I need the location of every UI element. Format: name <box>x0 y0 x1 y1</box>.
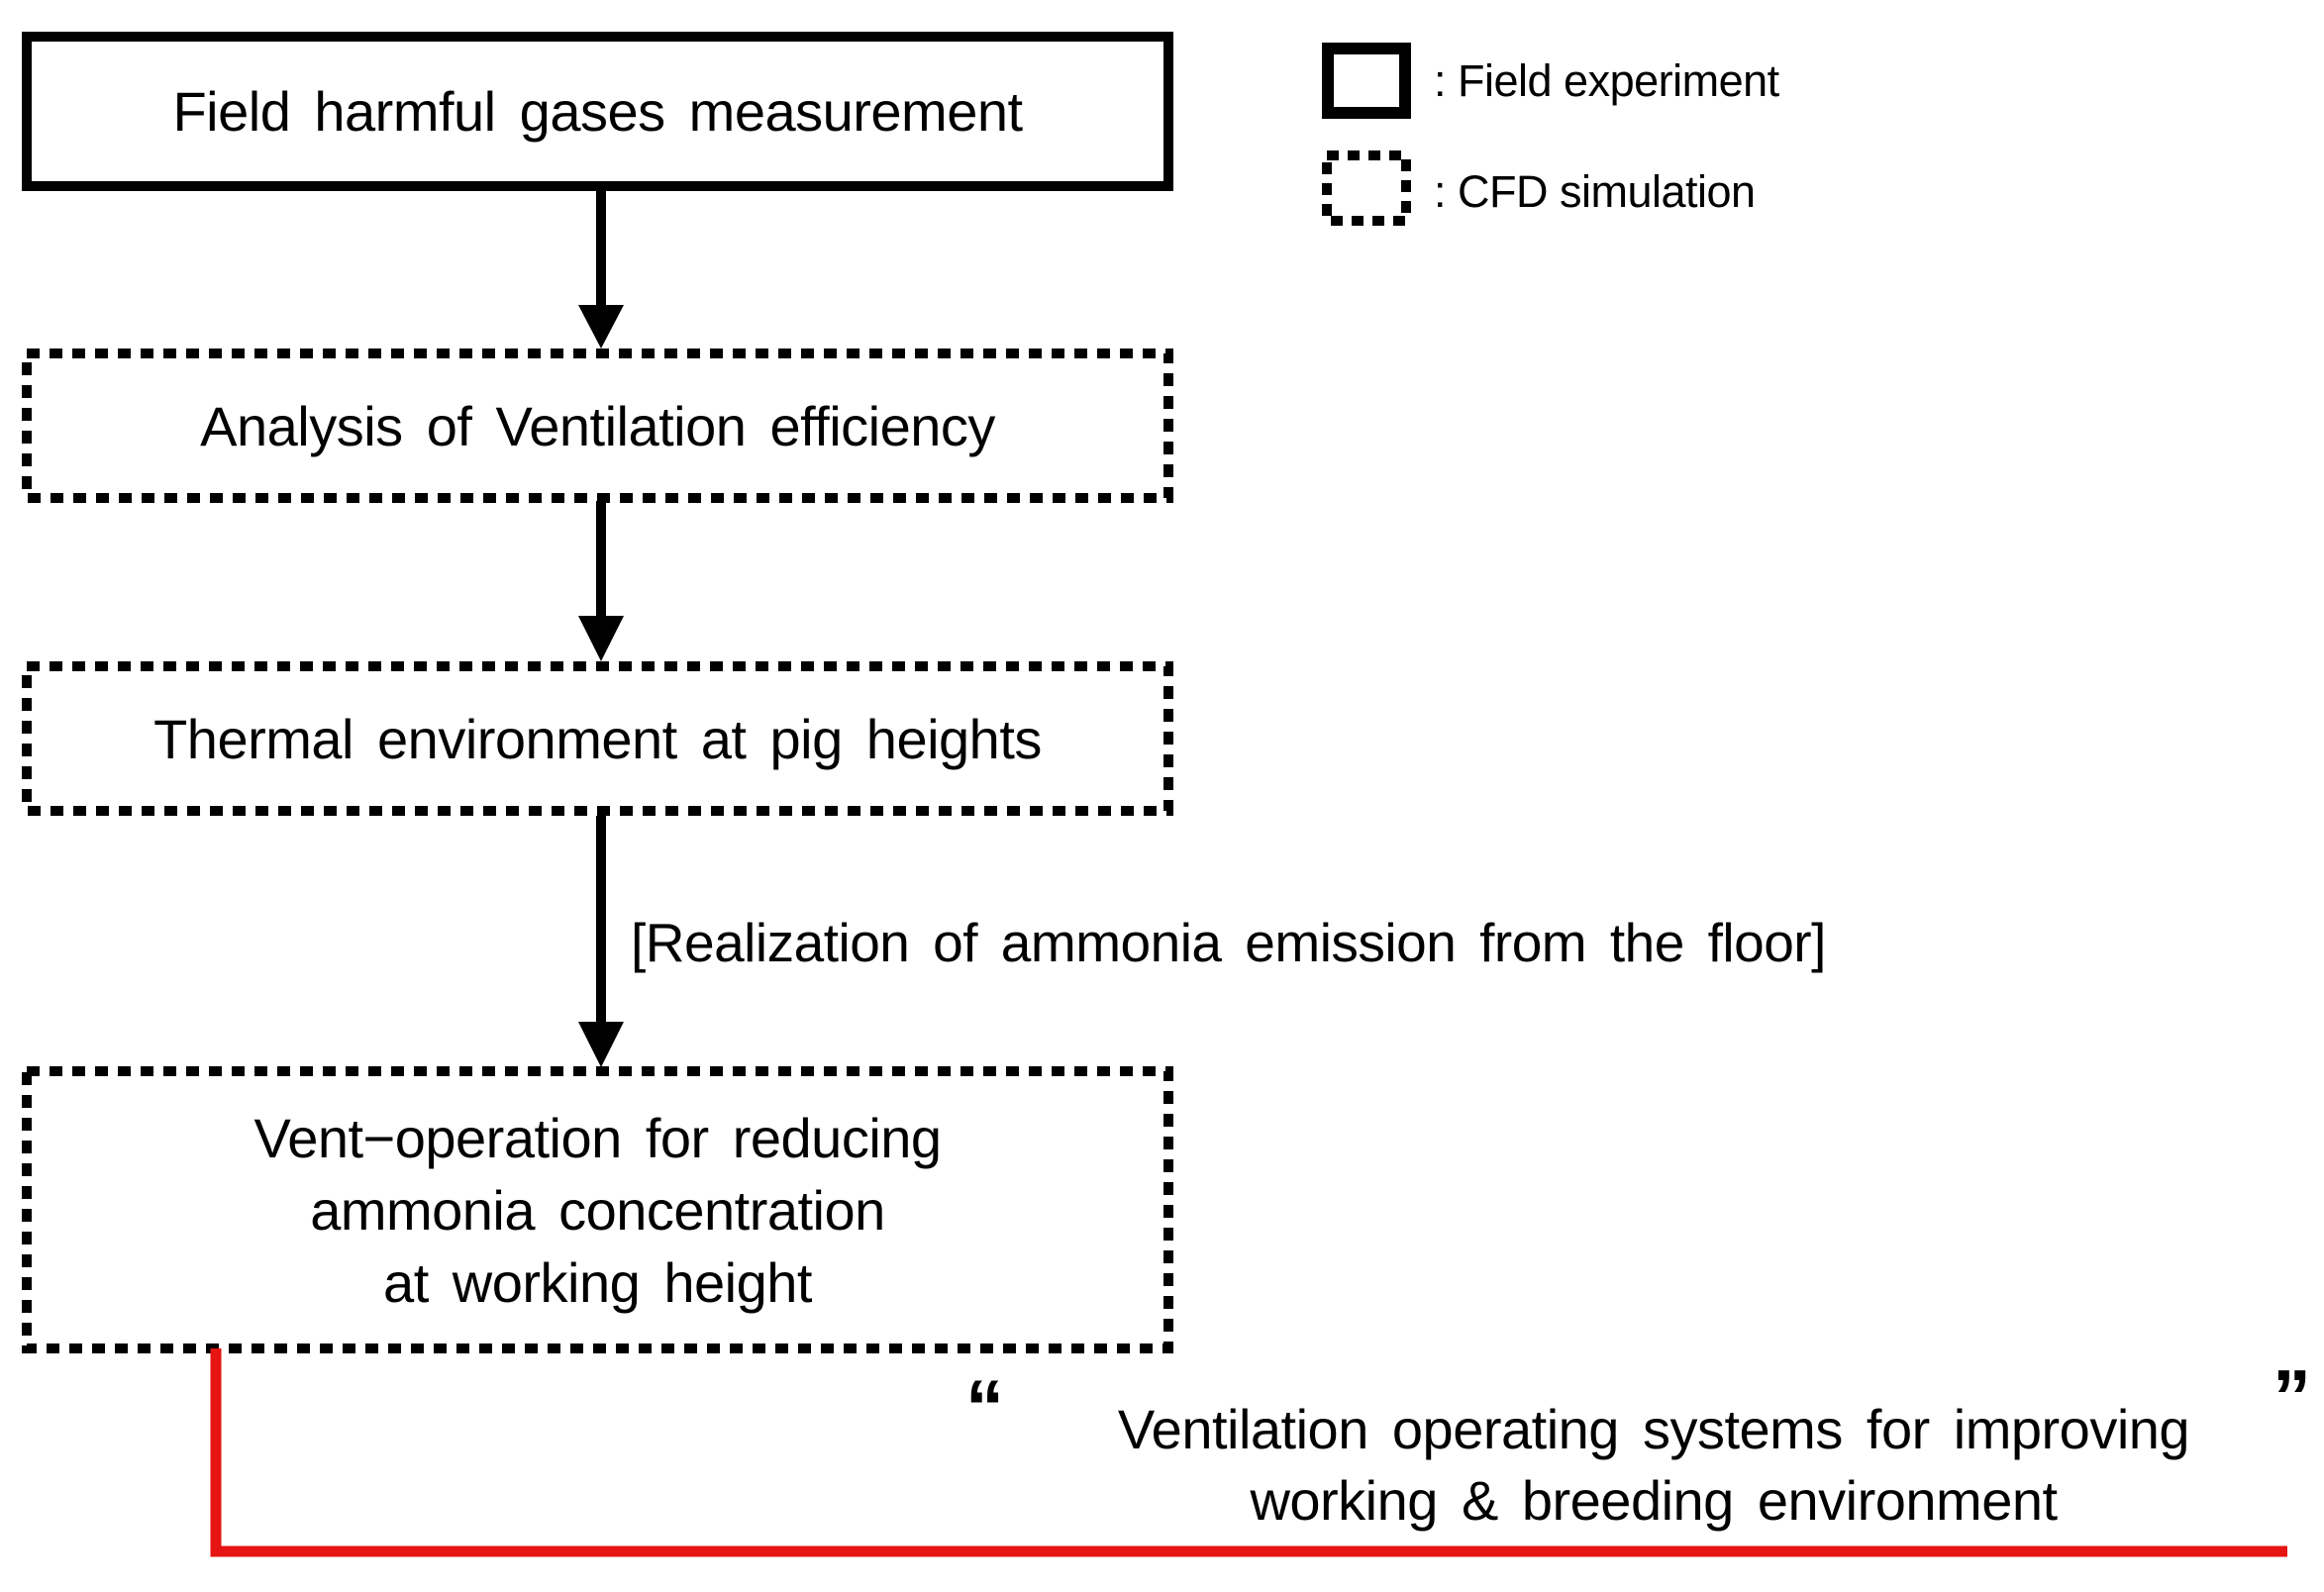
box-label-thermal-environment: Thermal environment at pig heights <box>153 707 1042 770</box>
box-thermal-environment <box>22 661 1173 816</box>
box-label-field-harmful-gases: Field harmful gases measurement <box>172 80 1023 143</box>
arrow-down-2 <box>578 501 624 661</box>
box-label-vent-operation: Vent−operation for reducing ammonia conc… <box>253 1106 942 1314</box>
box-analysis-ventilation <box>22 348 1173 503</box>
legend-dotted-box-icon <box>1322 150 1411 226</box>
open-quote-mark: “ <box>965 1363 1004 1450</box>
arrow-down-1 <box>578 191 624 348</box>
outcome-statement: Ventilation operating systems for improv… <box>1117 1398 2190 1532</box>
box-label-analysis-ventilation: Analysis of Ventilation efficiency <box>200 394 995 457</box>
box-vent-operation <box>22 1066 1173 1353</box>
arrow-annotation: [Realization of ammonia emission from th… <box>631 912 1826 973</box>
arrow-down-3 <box>578 816 624 1067</box>
legend-solid-box-icon <box>1322 43 1411 119</box>
highlight-connector-line <box>210 1348 2287 1557</box>
close-quote-mark: ” <box>2273 1353 2311 1441</box>
legend-label-cfd-simulation: : CFD simulation <box>1434 166 1756 217</box>
legend-label-field-experiment: : Field experiment <box>1434 55 1779 106</box>
box-field-harmful-gases <box>22 32 1173 191</box>
